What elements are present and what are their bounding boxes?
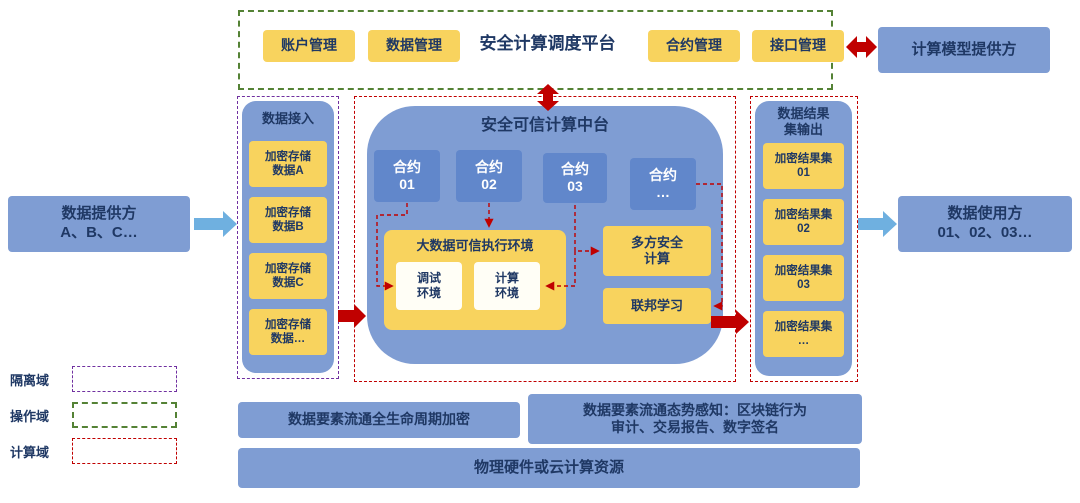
provider-to-access-arrow xyxy=(194,211,237,237)
output-to-user-arrow xyxy=(858,211,897,237)
contract-02-box: 合约 02 xyxy=(456,150,522,202)
encrypted-result-02: 加密结果集 02 xyxy=(763,199,844,245)
legend-isolation-label: 隔离域 xyxy=(10,372,50,388)
encrypted-storage-b: 加密存储 数据B xyxy=(249,197,327,243)
encrypted-result-01: 加密结果集 01 xyxy=(763,143,844,189)
legend-operation-swatch xyxy=(72,402,177,428)
legend-isolation-swatch xyxy=(72,366,177,392)
data-access-title: 数据接入 xyxy=(261,110,314,126)
lifecycle-encryption-bar: 数据要素流通全生命周期加密 xyxy=(238,402,520,438)
compute-environment-box: 计算 环境 xyxy=(474,262,540,310)
scheduling-platform-title: 安全计算调度平台 xyxy=(479,34,616,54)
encrypted-result-03: 加密结果集 03 xyxy=(763,255,844,301)
interface-management-button: 接口管理 xyxy=(752,30,844,62)
result-output-title: 数据结果 集输出 xyxy=(777,105,830,137)
platform-model-double-arrow xyxy=(846,36,877,58)
legend-computing-swatch xyxy=(72,438,177,464)
data-management-button: 数据管理 xyxy=(368,30,460,62)
mpc-box: 多方安全 计算 xyxy=(603,226,711,276)
federated-learning-box: 联邦学习 xyxy=(603,288,711,324)
infrastructure-bar: 物理硬件或云计算资源 xyxy=(238,448,860,488)
encrypted-storage-more: 加密存储 数据… xyxy=(249,309,327,355)
contract-management-button: 合约管理 xyxy=(648,30,740,62)
encrypted-storage-c: 加密存储 数据C xyxy=(249,253,327,299)
contract-more-box: 合约 … xyxy=(630,158,696,210)
computing-center-title: 安全可信计算中台 xyxy=(480,117,609,134)
encrypted-result-more: 加密结果集 … xyxy=(763,311,844,357)
contract-03-box: 合约 03 xyxy=(543,153,607,203)
computing-domain-border-right xyxy=(750,96,858,382)
legend-operation-label: 操作域 xyxy=(10,408,50,424)
contract-01-box: 合约 01 xyxy=(374,150,440,202)
situational-awareness-bar: 数据要素流通态势感知：区块链行为 审计、交易报告、数字签名 xyxy=(528,394,862,444)
isolation-domain-border xyxy=(237,96,339,379)
debug-environment-box: 调试 环境 xyxy=(396,262,462,310)
data-user-box: 数据使用方 01、02、03… xyxy=(898,196,1072,252)
model-provider-box: 计算模型提供方 xyxy=(878,27,1050,73)
account-management-button: 账户管理 xyxy=(263,30,355,62)
encrypted-storage-a: 加密存储 数据A xyxy=(249,141,327,187)
tee-title: 大数据可信执行环境 xyxy=(416,237,534,253)
data-provider-box: 数据提供方 A、B、C… xyxy=(8,196,190,252)
legend-computing-label: 计算域 xyxy=(10,444,50,460)
